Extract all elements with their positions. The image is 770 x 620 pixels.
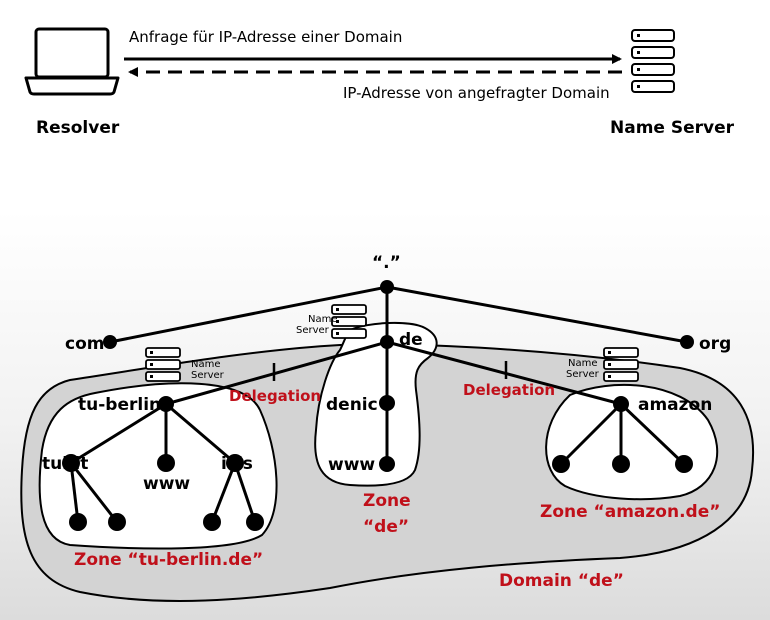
resolver-label: Resolver (36, 118, 120, 138)
zone-amazon-region (545, 383, 719, 501)
tree-nodes (62, 280, 694, 531)
delegation-left-label: Delegation (229, 387, 321, 405)
node-com (103, 335, 117, 349)
zone-amazon-label: Zone “amazon.de” (540, 502, 720, 522)
label-root: “.” (372, 253, 401, 273)
response-label: IP-Adresse von angefragter Domain (343, 84, 610, 102)
node-tubit-child-1 (69, 513, 87, 531)
node-isis-child-1 (203, 513, 221, 531)
node-amazon-child-3 (675, 455, 693, 473)
node-amazon (613, 396, 629, 412)
server-icon-tuberlin (145, 347, 181, 382)
node-isis (226, 454, 244, 472)
node-root (380, 280, 394, 294)
name-server-icon (631, 29, 675, 93)
label-tubit: tubit (42, 454, 88, 474)
zone-de-label-line1: Zone (363, 491, 411, 511)
label-isis: isis (221, 454, 253, 474)
node-www-tu (157, 454, 175, 472)
label-www-tu: www (143, 474, 190, 494)
node-amazon-child-1 (552, 455, 570, 473)
zone-tuberlin-label: Zone “tu-berlin.de” (74, 550, 263, 570)
node-tubit-child-2 (108, 513, 126, 531)
label-tuberlin: tu-berlin (78, 395, 161, 415)
server-amazon-label-name: Name (568, 358, 598, 369)
label-denic: denic (326, 395, 378, 415)
name-server-label: Name Server (610, 118, 735, 138)
node-de (380, 335, 394, 349)
laptop-icon (24, 27, 120, 96)
label-com: com (65, 334, 104, 354)
server-de-label-server: Server (296, 325, 330, 336)
domain-de-label: Domain “de” (499, 571, 624, 591)
label-amazon: amazon (638, 395, 712, 415)
request-label: Anfrage für IP-Adresse einer Domain (129, 28, 402, 46)
zone-de-region (314, 321, 438, 487)
node-tuberlin (158, 396, 174, 412)
server-tuberlin-label-name: Name (191, 359, 221, 370)
node-denic (379, 395, 395, 411)
node-org (680, 335, 694, 349)
server-tuberlin-label-server: Server (191, 370, 225, 381)
label-org: org (699, 334, 731, 354)
node-amazon-child-2 (612, 455, 630, 473)
node-tubit (62, 454, 80, 472)
label-www-de: www (328, 455, 375, 475)
zone-de-label-line2: “de” (363, 517, 409, 537)
delegation-right-label: Delegation (463, 381, 555, 399)
server-de-label-name: Name (308, 314, 338, 325)
node-isis-child-2 (246, 513, 264, 531)
server-amazon-label-server: Server (566, 369, 600, 380)
label-de: de (399, 330, 423, 350)
server-icon-amazon (603, 347, 639, 382)
node-www-de (379, 456, 395, 472)
